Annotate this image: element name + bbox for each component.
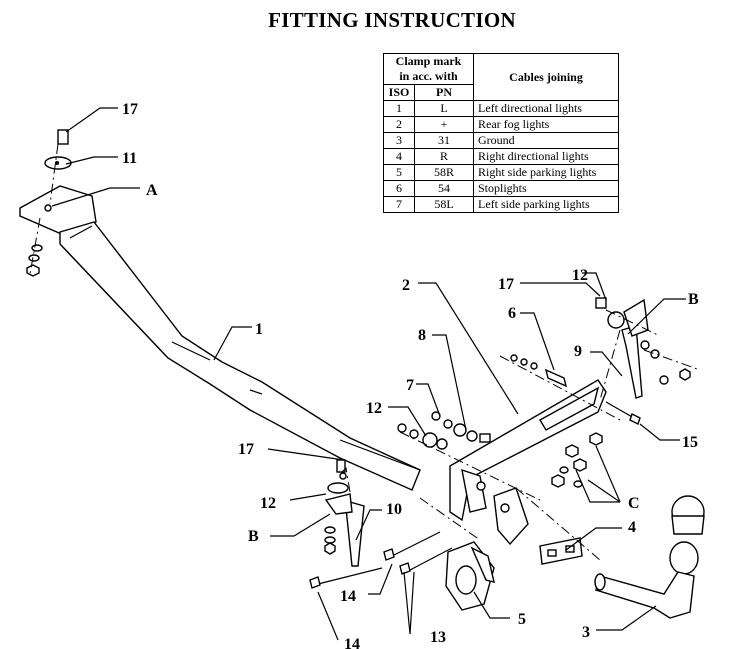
label-15: 15 bbox=[682, 434, 698, 451]
bracket-part-10 bbox=[324, 459, 365, 567]
label-c: C bbox=[628, 495, 640, 512]
cell-pn: 31 bbox=[414, 132, 474, 149]
plate-part-5 bbox=[445, 541, 495, 611]
label-10: 10 bbox=[386, 501, 402, 518]
label-17-top: 17 bbox=[122, 101, 138, 118]
part-labels: 17 11 A 1 17 12 B 10 14 14 13 5 3 4 C 15… bbox=[122, 101, 699, 649]
page-title: FITTING INSTRUCTION bbox=[268, 8, 516, 32]
label-12-right: 12 bbox=[572, 267, 588, 284]
label-2: 2 bbox=[402, 277, 410, 294]
label-6: 6 bbox=[508, 305, 516, 322]
spacer-part-6 bbox=[510, 354, 568, 388]
label-a: A bbox=[146, 182, 158, 199]
header-clamp-line1: Clamp mark bbox=[395, 54, 462, 68]
header-cables: Cables joining bbox=[473, 53, 619, 101]
cell-cable: Right side parking lights bbox=[473, 164, 619, 181]
header-pn: PN bbox=[414, 84, 474, 101]
cable-table: Clamp mark in acc. with Cables joining I… bbox=[383, 53, 619, 213]
label-14-lower: 14 bbox=[344, 636, 360, 649]
label-11: 11 bbox=[122, 150, 137, 167]
label-3: 3 bbox=[582, 624, 590, 641]
label-5: 5 bbox=[518, 611, 526, 628]
bracket-part-9 bbox=[595, 297, 691, 399]
bolts-13-14 bbox=[309, 531, 453, 589]
cell-pn: 58L bbox=[414, 196, 474, 213]
label-12-mid: 12 bbox=[366, 400, 382, 417]
cell-cable: Left side parking lights bbox=[473, 196, 619, 213]
plate-part-4 bbox=[539, 537, 583, 565]
label-9: 9 bbox=[574, 343, 582, 360]
label-b-right: B bbox=[688, 291, 699, 308]
header-clamp-line2: in acc. with bbox=[399, 69, 458, 83]
washer-stack-7-8 bbox=[397, 411, 491, 450]
label-12-left: 12 bbox=[260, 495, 276, 512]
header-clamp-mark: Clamp mark in acc. with bbox=[383, 53, 474, 85]
label-17-right: 17 bbox=[498, 276, 514, 293]
label-8: 8 bbox=[418, 327, 426, 344]
assembly-dash-lines bbox=[29, 143, 701, 561]
label-4: 4 bbox=[628, 519, 636, 536]
label-17-left: 17 bbox=[238, 441, 254, 458]
cell-pn: 54 bbox=[414, 180, 474, 197]
nut-stack-left bbox=[26, 244, 43, 277]
cell-cable: Ground bbox=[473, 132, 619, 149]
label-14-upper: 14 bbox=[340, 588, 356, 605]
label-1: 1 bbox=[255, 321, 263, 338]
towball-part-3 bbox=[594, 495, 705, 619]
cell-cable: Right directional lights bbox=[473, 148, 619, 165]
cell-cable: Stoplights bbox=[473, 180, 619, 197]
frame-part-2 bbox=[449, 379, 607, 546]
label-7: 7 bbox=[406, 377, 414, 394]
label-13: 13 bbox=[430, 629, 446, 646]
bolt-17-top bbox=[44, 129, 72, 170]
leader-lines bbox=[51, 107, 686, 641]
label-b-left: B bbox=[248, 528, 259, 545]
nuts-c bbox=[551, 432, 603, 488]
crossbar-part-1 bbox=[19, 185, 421, 491]
bolt-part-15 bbox=[605, 401, 641, 425]
